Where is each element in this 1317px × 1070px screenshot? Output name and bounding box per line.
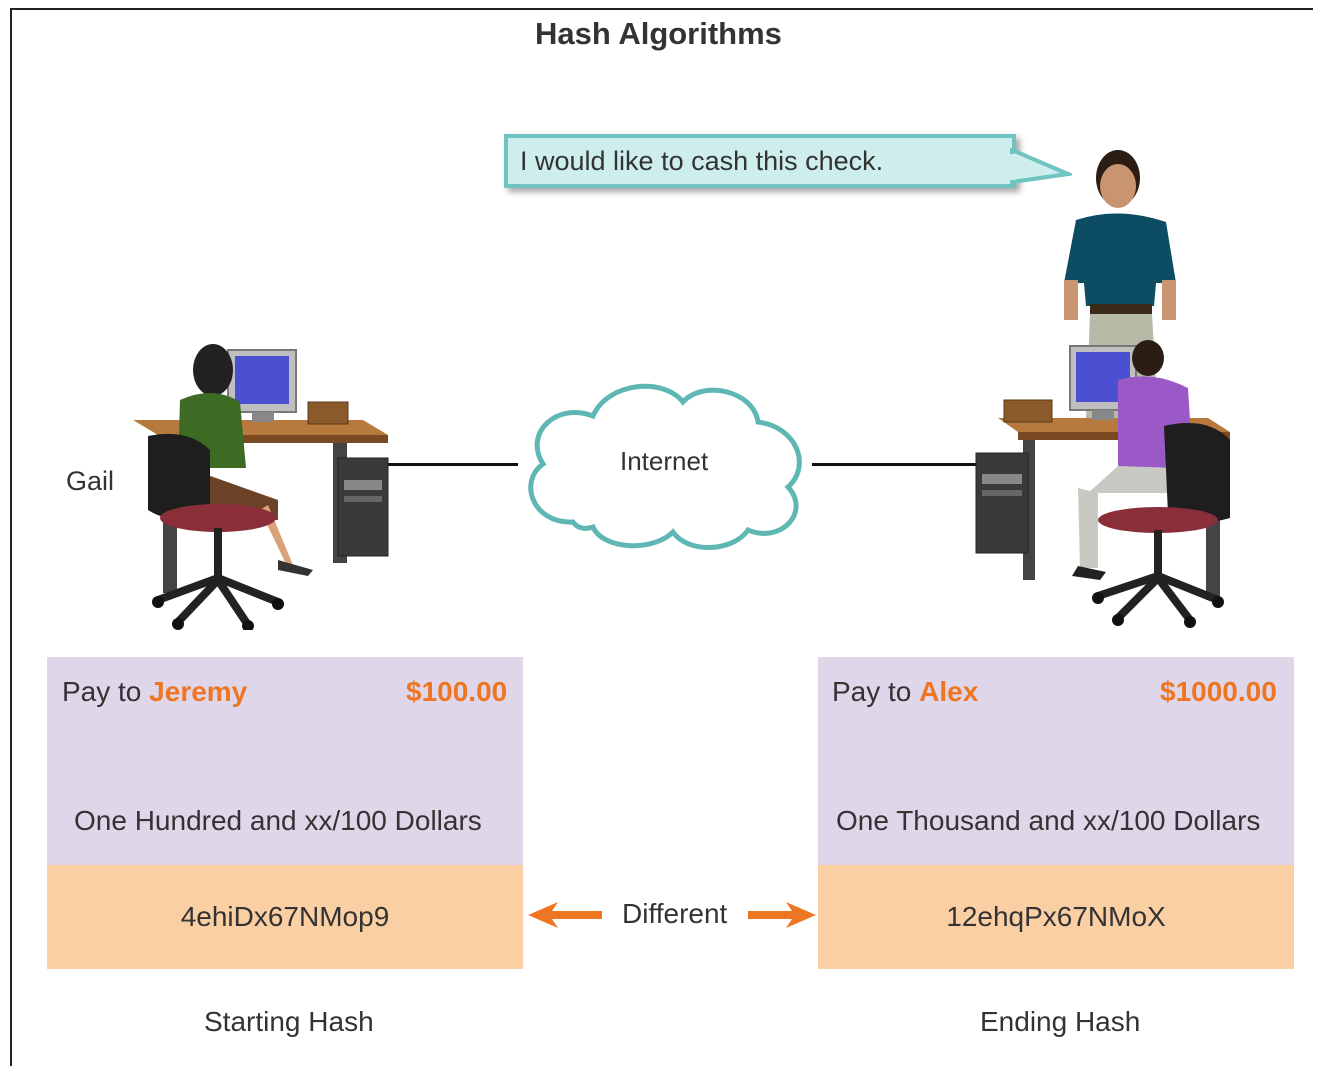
right-arrow-icon	[748, 902, 816, 928]
ending-check-amount-words: One Thousand and xx/100 Dollars	[836, 805, 1261, 836]
starting-hash-caption: Starting Hash	[204, 1006, 374, 1037]
alex-workstation-illustration	[975, 150, 1230, 628]
gail-workstation-illustration	[133, 344, 389, 630]
ending-check-payto: Pay to Alex	[832, 676, 978, 708]
ending-check	[818, 657, 1294, 865]
ending-hash-value: 12ehqPx67NMoX	[946, 901, 1166, 932]
ending-check-payto-prefix: Pay to	[832, 676, 912, 707]
starting-check-payto-prefix: Pay to	[62, 676, 142, 707]
left-network-link	[388, 463, 518, 466]
starting-check	[47, 657, 523, 865]
internet-label: Internet	[620, 446, 709, 476]
diagram-title: Hash Algorithms	[535, 16, 782, 51]
speech-bubble-text: I would like to cash this check.	[520, 146, 884, 176]
internet-cloud-icon	[528, 383, 802, 550]
ending-check-payee: Alex	[919, 676, 979, 707]
diagram-frame	[10, 8, 1313, 1066]
starting-check-payee: Jeremy	[149, 676, 248, 707]
ending-check-amount: $1000.00	[1160, 676, 1277, 707]
comparison-label: Different	[622, 898, 728, 929]
gail-label: Gail	[66, 466, 115, 496]
left-arrow-icon	[528, 902, 602, 928]
ending-hash-box: 12ehqPx67NMoX	[818, 865, 1294, 969]
right-network-link	[812, 463, 978, 466]
speech-bubble-tail	[1010, 148, 1072, 185]
ending-hash-caption: Ending Hash	[980, 1006, 1141, 1037]
starting-check-amount: $100.00	[406, 676, 508, 707]
speech-bubble: I would like to cash this check.	[504, 134, 1016, 188]
starting-check-payto: Pay to Jeremy	[62, 676, 247, 708]
starting-hash-value: 4ehiDx67NMop9	[180, 901, 390, 932]
starting-hash-box: 4ehiDx67NMop9	[47, 865, 523, 969]
starting-check-amount-words: One Hundred and xx/100 Dollars	[74, 805, 482, 836]
